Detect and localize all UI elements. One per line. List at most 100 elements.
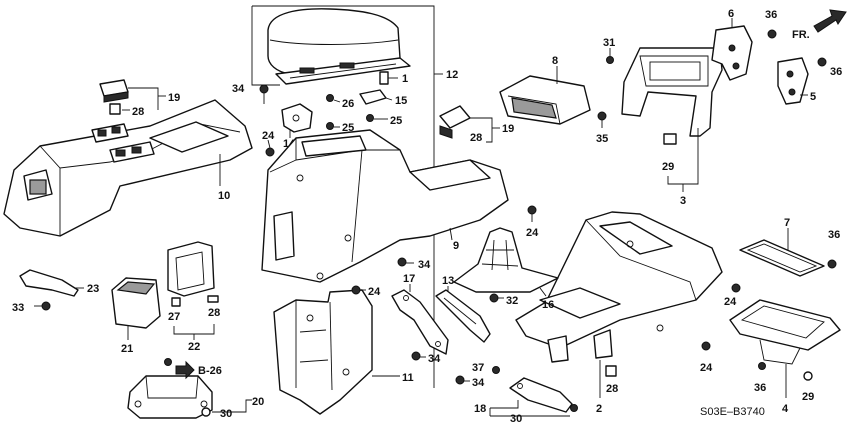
clip (492, 366, 500, 374)
callout-31: 31 (603, 37, 615, 49)
screw (351, 285, 366, 295)
nut (803, 371, 813, 381)
screw (411, 351, 426, 361)
callout-24: 24 (262, 130, 275, 142)
bracket (391, 289, 449, 355)
callout-13: 13 (442, 275, 454, 287)
callout-26: 26 (342, 98, 354, 110)
screw (527, 205, 537, 222)
callout-7: 7 (784, 217, 790, 229)
callout-24: 24 (700, 362, 713, 374)
callout-6: 6 (728, 8, 734, 20)
screw (397, 257, 414, 267)
callout-34: 34 (418, 259, 431, 271)
callout-16: 16 (542, 299, 554, 311)
callout-1: 1 (402, 73, 408, 85)
bracket (359, 89, 393, 105)
callout-36: 36 (765, 9, 777, 21)
callout-34: 34 (232, 83, 245, 95)
callout-29: 29 (802, 391, 814, 403)
callout-19: 19 (168, 92, 180, 104)
callout-25: 25 (390, 115, 402, 127)
callout-36: 36 (754, 382, 766, 394)
reference-arrow: B-26 (164, 358, 222, 380)
callout-30: 30 (510, 413, 522, 425)
callout-28: 28 (470, 132, 482, 144)
screw (259, 84, 269, 104)
nut (767, 29, 777, 39)
callout-21: 21 (121, 343, 133, 355)
callout-34: 34 (472, 377, 485, 389)
callout-19: 19 (502, 123, 514, 135)
mounting-bracket (621, 47, 723, 137)
callout-32: 32 (506, 295, 518, 307)
callout-33: 33 (12, 302, 24, 314)
nut (201, 407, 211, 417)
lever (19, 269, 79, 297)
clip (663, 133, 677, 145)
rear-tray (739, 239, 825, 277)
callout-17: 17 (403, 273, 415, 285)
clip (366, 114, 388, 122)
callout-36: 36 (828, 229, 840, 241)
cup-holder (729, 299, 841, 365)
callout-5: 5 (810, 91, 816, 103)
front-console (261, 129, 509, 283)
callout-11: 11 (402, 372, 414, 384)
callout-4: 4 (782, 403, 789, 415)
rear-console (3, 99, 253, 237)
bracket (711, 25, 753, 81)
callout-24: 24 (368, 286, 381, 298)
callout-29: 29 (662, 161, 674, 173)
hinge-bracket (281, 103, 313, 133)
clip (326, 122, 340, 130)
floor-bracket (127, 375, 213, 419)
reference-label: B-26 (198, 365, 222, 377)
screw (34, 301, 51, 311)
callout-23: 23 (87, 283, 99, 295)
nut (827, 259, 837, 269)
direction-label: FR. (792, 29, 810, 41)
bracket (509, 377, 578, 413)
callout-18: 18 (474, 403, 486, 415)
callout-10: 10 (218, 190, 230, 202)
callout-8: 8 (552, 55, 558, 67)
armrest-lid (267, 8, 411, 85)
callout-34: 34 (428, 353, 441, 365)
screw (597, 111, 607, 128)
clip (207, 295, 219, 303)
callout-3: 3 (680, 195, 686, 207)
callout-28: 28 (606, 383, 618, 395)
callout-30: 30 (220, 408, 232, 420)
callout-37: 37 (472, 362, 484, 374)
callout-20: 20 (252, 396, 264, 408)
clip (489, 293, 504, 303)
callout-27: 27 (168, 311, 180, 323)
clip (758, 362, 766, 370)
shift-boot (453, 227, 559, 293)
callout-12: 12 (446, 69, 458, 81)
clip (605, 365, 617, 377)
callout-36: 36 (830, 66, 842, 78)
callout-24: 24 (526, 227, 539, 239)
console-pocket (499, 75, 591, 125)
nut (817, 57, 827, 67)
ashtray (111, 277, 161, 329)
screw (455, 375, 470, 385)
callout-35: 35 (596, 133, 608, 145)
callout-28: 28 (208, 307, 220, 319)
screw (701, 341, 711, 351)
switch (99, 79, 129, 103)
callout-28: 28 (132, 106, 144, 118)
front-direction-indicator: FR. (792, 9, 847, 41)
callout-12-bracket (251, 5, 443, 388)
diagram-code: S03E–B3740 (700, 406, 765, 418)
trim-strip (435, 289, 491, 343)
switch (439, 105, 471, 139)
clip (109, 103, 121, 115)
screw (606, 48, 614, 64)
bezel (167, 241, 215, 297)
screw (265, 139, 275, 157)
